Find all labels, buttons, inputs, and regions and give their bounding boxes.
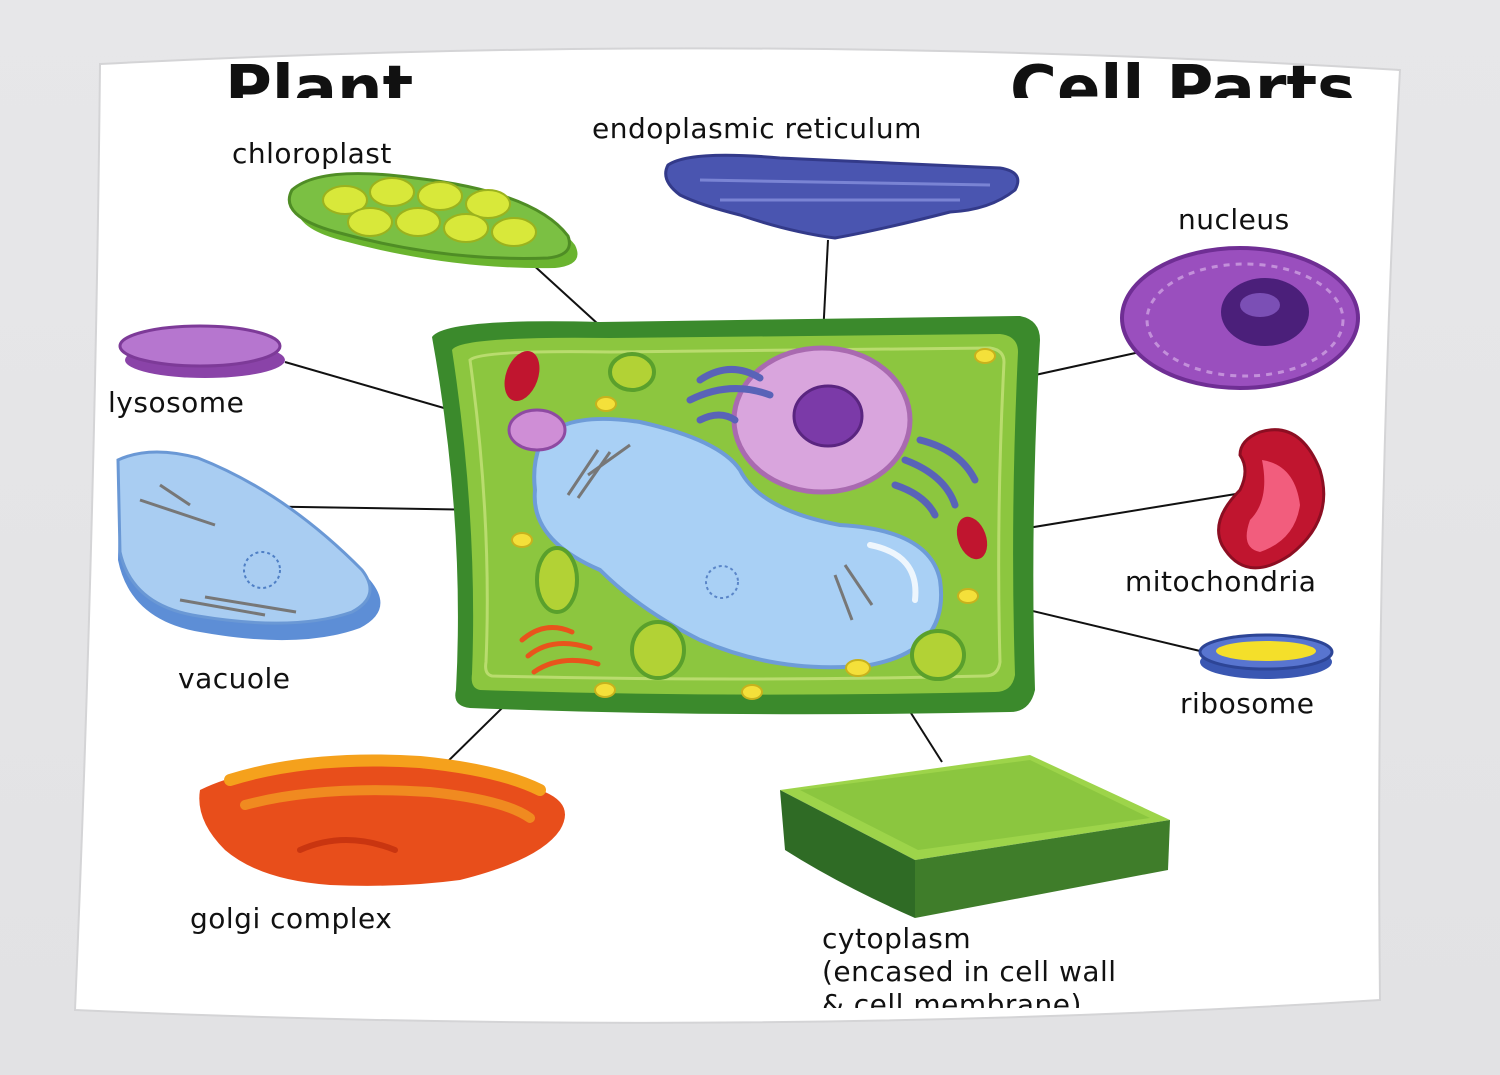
label-ribosome: ribosome (1180, 687, 1315, 720)
label-nucleus: nucleus (1178, 203, 1290, 236)
label-chloroplast: chloroplast (232, 137, 392, 170)
label-lysosome: lysosome (108, 386, 245, 419)
label-cytoplasm-line3: & cell membrane) (822, 988, 1082, 1008)
cell-chloroplasts (535, 352, 966, 681)
label-vacuole: vacuole (178, 662, 291, 695)
nucleus-illustration (1120, 246, 1360, 390)
ribosome-illustration (1198, 633, 1334, 679)
cytoplasm-illustration (780, 755, 1170, 918)
label-cytoplasm-line2: (encased in cell wall (822, 955, 1117, 988)
plant-cell (432, 316, 1040, 715)
vacuole-granule (705, 565, 739, 599)
label-endoplasmic-reticulum: endoplasmic reticulum (592, 112, 922, 145)
vacuole-illustration (116, 450, 381, 641)
cell-er (686, 366, 979, 519)
label-mitochondria: mitochondria (1125, 565, 1317, 598)
title-left-fragment: Plant (225, 58, 414, 98)
cell-golgi (519, 625, 601, 675)
title-right-fragment: Cell Parts (1010, 58, 1356, 98)
cell-lysosome (507, 408, 567, 452)
lysosome-illustration (118, 324, 285, 378)
vacuole-highlight (867, 542, 919, 603)
cell-ribosomes (511, 348, 996, 700)
mitochondria-illustration (1217, 428, 1326, 570)
cytoplasm-inner (468, 346, 1006, 681)
vacuole-crystals (566, 443, 874, 621)
er-illustration (664, 153, 1020, 240)
label-cytoplasm-line1: cytoplasm (822, 922, 972, 955)
label-golgi-complex: golgi complex (190, 902, 393, 935)
cell-mitochondria (504, 350, 988, 560)
golgi-illustration (199, 754, 565, 886)
cell-nucleolus (792, 384, 864, 448)
chloroplast-illustration (287, 172, 578, 269)
